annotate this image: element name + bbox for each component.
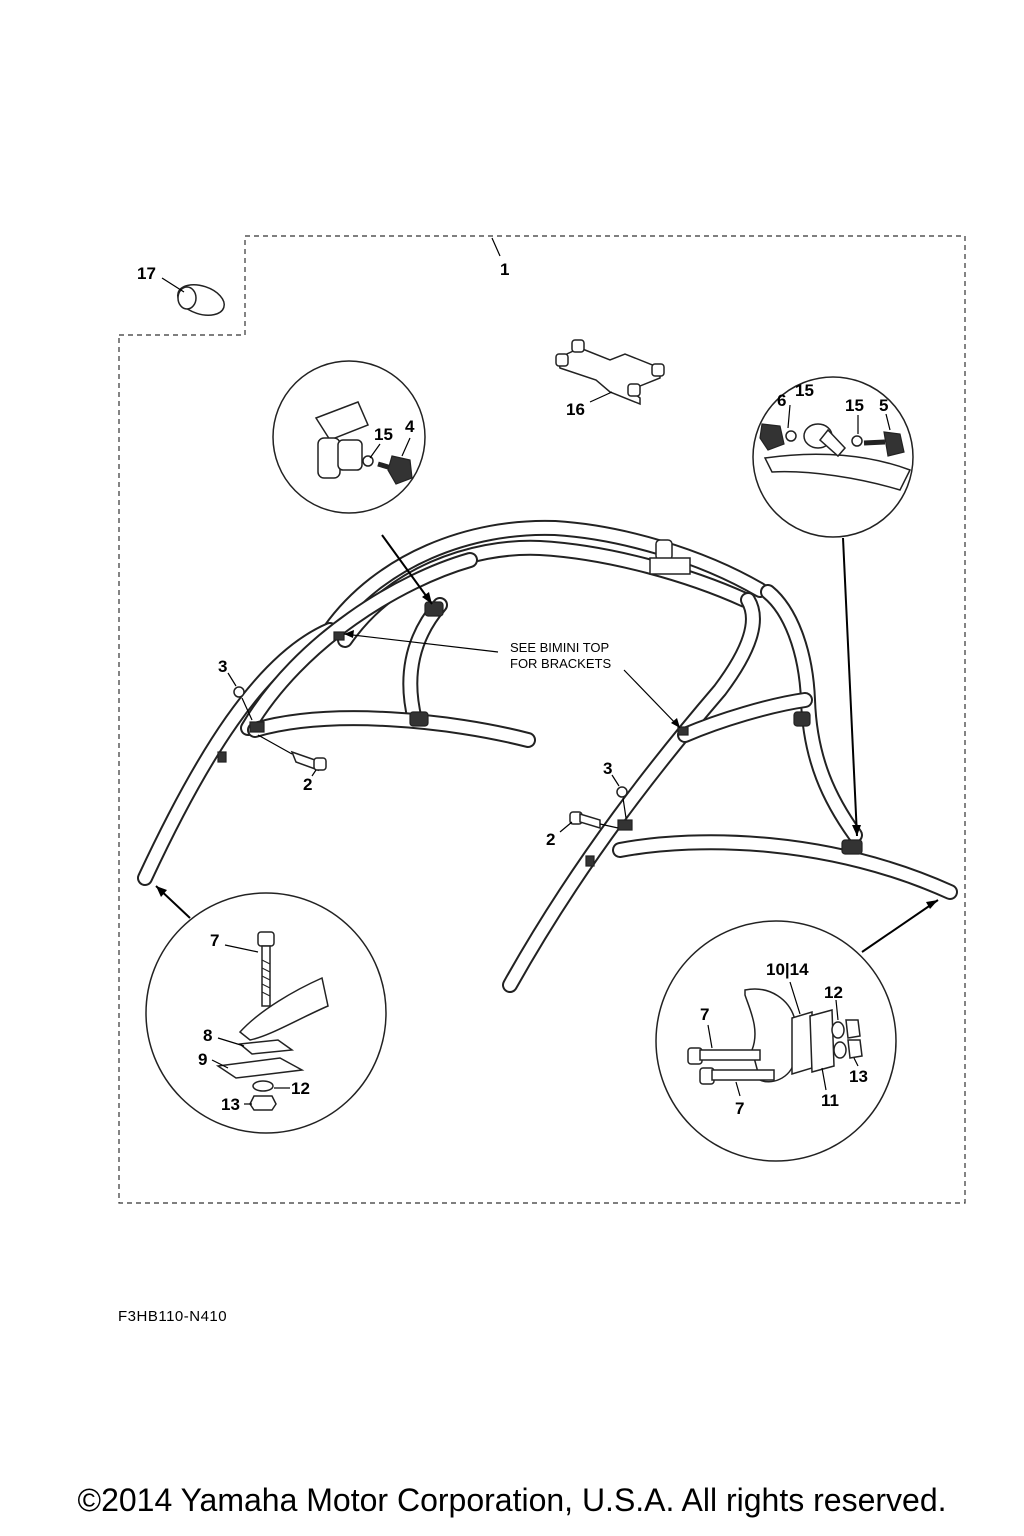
callout-2-left: 2 <box>303 775 312 794</box>
arrow-upper-right <box>842 537 858 837</box>
callout-9: 9 <box>198 1050 207 1069</box>
copyright-notice: ©2014 Yamaha Motor Corporation, U.S.A. A… <box>77 1482 947 1518</box>
figure-code: F3HB110-N410 <box>118 1308 228 1325</box>
callout-5: 5 <box>879 396 888 415</box>
callout-1: 1 <box>500 260 509 279</box>
part-2-bolt-right <box>559 811 619 833</box>
callout-11: 11 <box>821 1091 839 1110</box>
callout-3-right: 3 <box>603 759 612 778</box>
assembly-boundary <box>118 235 966 1204</box>
arrow-lower-right <box>861 899 939 953</box>
note-line-2: FOR BRACKETS <box>510 656 611 671</box>
arrow-upper-left <box>381 534 433 605</box>
callout-labels: 1 17 16 15 4 6 15 15 5 3 2 3 2 7 8 9 12 … <box>137 260 888 1118</box>
detail-circle-upper-right <box>752 376 914 538</box>
callout-15-upper-right-b: 15 <box>845 396 864 415</box>
note-line-1: SEE BIMINI TOP <box>510 640 609 655</box>
callout-13-lower-right: 13 <box>849 1067 868 1086</box>
callout-7-lower-right-bottom: 7 <box>735 1099 744 1118</box>
callout-12-lower-left: 12 <box>291 1079 310 1098</box>
part-16-bracket <box>555 339 665 406</box>
callout-3-left: 3 <box>218 657 227 676</box>
callout-7-lower-left: 7 <box>210 931 219 950</box>
callout-8: 8 <box>203 1026 212 1045</box>
callout-15-upper-left: 15 <box>374 425 393 444</box>
part-3-washer-left <box>227 672 253 721</box>
callout-6: 6 <box>777 391 786 410</box>
part-17-cap <box>161 277 225 316</box>
part-2-bolt-left <box>257 734 327 777</box>
callout-12-lower-right: 12 <box>824 983 843 1002</box>
detail-circle-lower-left <box>145 892 387 1134</box>
leader-1 <box>491 237 501 257</box>
callout-15-upper-right-a: 15 <box>795 381 814 400</box>
callout-17: 17 <box>137 264 156 283</box>
callout-7-lower-right-top: 7 <box>700 1005 709 1024</box>
detail-circle-lower-right <box>655 920 897 1162</box>
part-3-washer-right <box>611 774 628 819</box>
note-leaders <box>343 630 681 729</box>
callout-2-right: 2 <box>546 830 555 849</box>
detail-circle-upper-left <box>272 360 426 514</box>
callout-13-lower-left: 13 <box>221 1095 240 1114</box>
callout-16: 16 <box>566 400 585 419</box>
callout-10-14: 10|14 <box>766 960 809 979</box>
tower-frame <box>137 519 958 993</box>
callout-4: 4 <box>405 417 415 436</box>
